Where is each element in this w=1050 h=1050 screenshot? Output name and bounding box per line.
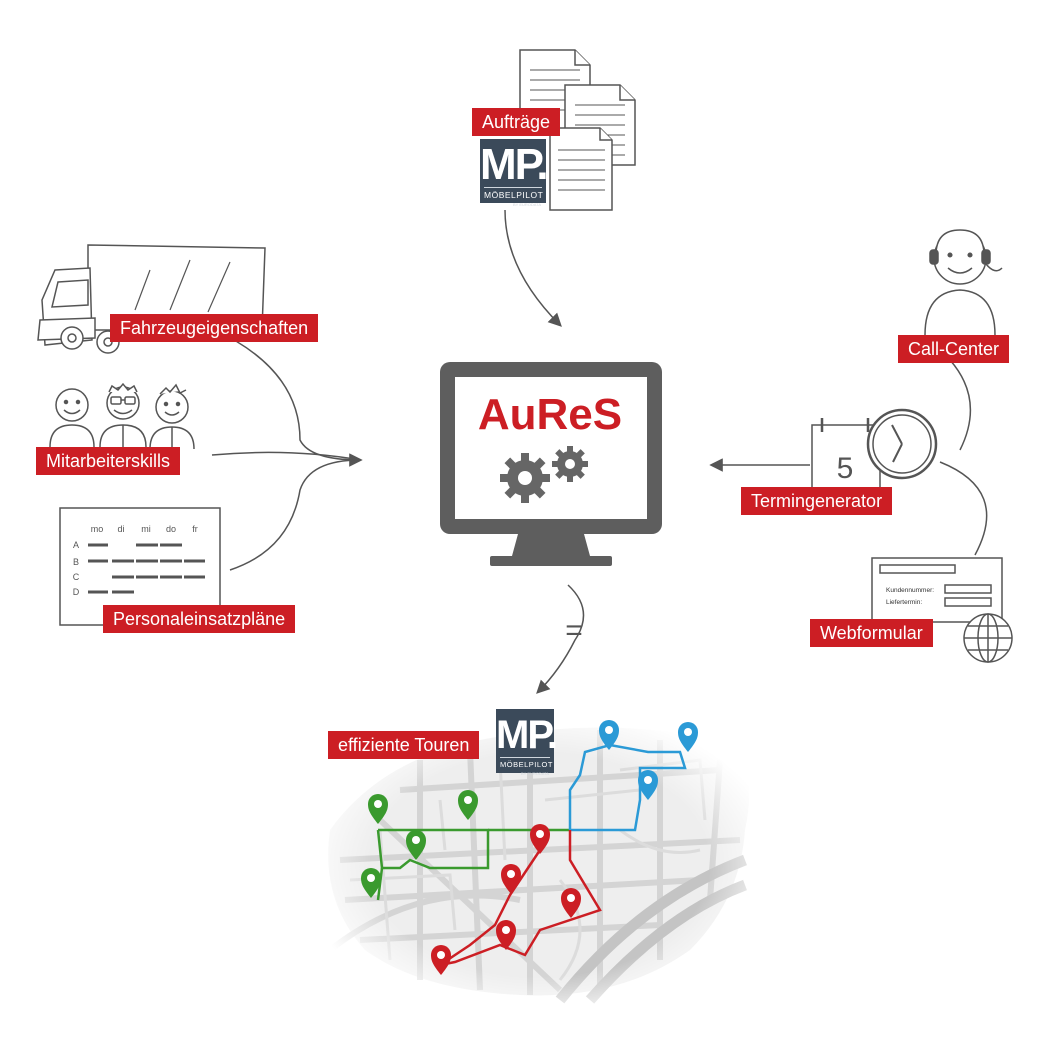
clock-icon	[866, 408, 938, 480]
calendar-day: 5	[837, 452, 854, 485]
red-pin-icon	[431, 945, 451, 975]
label-webformular: Webformular	[810, 619, 933, 647]
blue-pin-icon	[638, 770, 658, 800]
green-pin-icon	[458, 790, 478, 820]
row-label: C	[73, 572, 80, 582]
document-icon	[549, 127, 613, 211]
logo-by: BY EURODATA	[520, 771, 549, 776]
red-route	[439, 830, 602, 967]
logo-mark: MP.	[496, 713, 558, 757]
green-pin-icon	[406, 830, 426, 860]
label-fahrzeugeigenschaften: Fahrzeugeigenschaften	[110, 314, 319, 342]
day-label: fr	[192, 524, 198, 534]
label-termingenerator: Termingenerator	[741, 487, 893, 515]
blue-route	[568, 743, 687, 832]
logo-name: MÖBELPILOT	[484, 187, 543, 200]
gears-icon	[500, 446, 588, 503]
row-label: D	[73, 587, 80, 597]
day-label: di	[117, 524, 124, 534]
webform-icon	[871, 557, 1003, 623]
webform-field-label: Kundennummer:	[886, 587, 934, 594]
blue-pin-icon	[599, 720, 619, 750]
connectors	[211, 209, 988, 694]
red-pin-icon	[561, 888, 581, 918]
red-pin-icon	[501, 864, 521, 894]
headset-agent-icon	[924, 229, 1003, 336]
green-pin-icon	[361, 868, 381, 898]
day-label: mi	[141, 524, 151, 534]
worker-avatar	[99, 382, 147, 448]
red-pin-icon	[496, 920, 516, 950]
moebelpilot-logo: MP. MÖBELPILOT BY EURODATA	[480, 139, 549, 207]
row-label: A	[73, 540, 79, 550]
moebelpilot-logo: MP. MÖBELPILOT BY EURODATA	[496, 709, 558, 776]
equals-sign: =	[565, 614, 583, 647]
label-auftraege: Aufträge	[472, 108, 561, 136]
globe-icon	[963, 613, 1013, 663]
day-label: mo	[91, 524, 104, 534]
day-label: do	[166, 524, 176, 534]
red-pin-icon	[530, 824, 550, 854]
logo-mark: MP.	[480, 140, 549, 189]
worker-avatar	[149, 383, 195, 450]
documents-icon	[519, 49, 636, 211]
workers-icon	[49, 382, 195, 450]
webform-field-label: Liefertermin:	[886, 599, 922, 606]
aures-title: AuReS	[477, 390, 623, 439]
monitor-icon	[440, 362, 662, 566]
label-effiziente-touren: effiziente Touren	[328, 731, 480, 759]
map-pins	[361, 720, 698, 975]
row-label: B	[73, 557, 79, 567]
logo-name: MÖBELPILOT	[500, 757, 552, 769]
label-mitarbeiterskills: Mitarbeiterskills	[36, 447, 181, 475]
logo-by: BY EURODATA	[512, 202, 541, 207]
blue-pin-icon	[678, 722, 698, 752]
label-personaleinsatzplaene: Personaleinsatzpläne	[103, 605, 296, 633]
label-call-center: Call-Center	[898, 335, 1010, 363]
worker-avatar	[49, 388, 95, 448]
green-pin-icon	[368, 794, 388, 824]
truck-icon	[37, 244, 266, 354]
